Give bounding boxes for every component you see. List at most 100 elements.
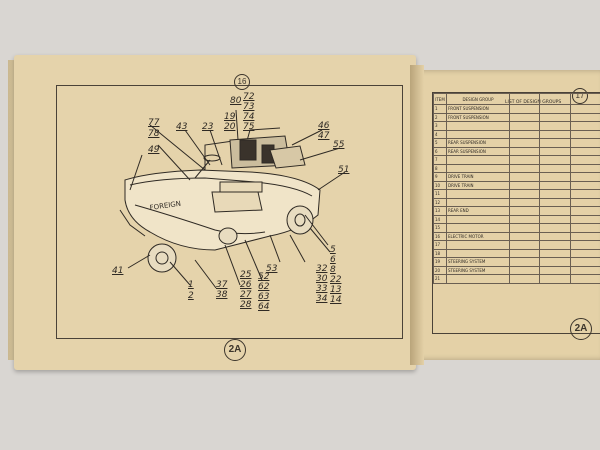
callout-46: 46 — [318, 121, 330, 131]
callout-38: 38 — [216, 290, 228, 300]
row-empty-cell — [508, 189, 541, 199]
table-row: 11 — [433, 189, 600, 199]
row-design-group: REAR SUSPENSION — [446, 146, 510, 156]
row-empty-cell — [569, 257, 600, 267]
callout-49: 49 — [148, 145, 160, 155]
callout-43: 43 — [176, 122, 188, 132]
callout-2: 2 — [188, 291, 194, 301]
row-empty-cell — [569, 197, 600, 207]
row-item-number: 18 — [433, 248, 447, 258]
row-empty-cell — [569, 155, 600, 165]
row-design-group: DRIVE TRAIN — [446, 180, 510, 190]
row-item-number: 14 — [433, 214, 447, 224]
row-empty-cell — [508, 112, 541, 122]
left-page-number: 16 — [234, 74, 250, 90]
row-empty-cell — [539, 163, 571, 173]
row-empty-cell — [508, 121, 541, 131]
table-header-row: ITEM DESIGN GROUP — [433, 93, 600, 105]
row-design-group — [446, 274, 510, 284]
row-empty-cell — [539, 274, 571, 284]
row-empty-cell — [539, 223, 571, 233]
row-empty-cell — [539, 121, 571, 131]
row-empty-cell — [569, 180, 600, 190]
row-design-group: ELECTRIC MOTOR — [446, 231, 510, 241]
table-row: 15 — [433, 223, 600, 233]
table-row: 21 — [433, 274, 600, 284]
row-empty-cell — [569, 146, 600, 156]
row-design-group — [446, 197, 510, 207]
row-empty-cell — [508, 214, 541, 224]
row-item-number: 4 — [433, 129, 447, 139]
row-design-group: STEERING SYSTEM — [446, 265, 510, 275]
callout-51: 51 — [338, 165, 350, 175]
row-item-number: 3 — [433, 121, 447, 131]
callout-23: 23 — [202, 122, 214, 132]
row-empty-cell — [508, 163, 541, 173]
callout-55: 55 — [333, 140, 345, 150]
row-empty-cell — [508, 223, 541, 233]
row-item-number: 1 — [433, 104, 447, 114]
row-empty-cell — [508, 104, 541, 114]
header-group: DESIGN GROUP — [446, 93, 510, 105]
row-design-group: FRONT SUSPENSION — [446, 104, 510, 114]
callout-77: 77 — [148, 118, 160, 128]
row-design-group — [446, 189, 510, 199]
row-design-group: FRONT SUSPENSION — [446, 112, 510, 122]
row-empty-cell — [539, 155, 571, 165]
row-item-number: 8 — [433, 163, 447, 173]
row-empty-cell — [539, 197, 571, 207]
callout-8: 8 — [330, 265, 336, 275]
row-item-number: 9 — [433, 172, 447, 182]
row-design-group: REAR END — [446, 206, 510, 216]
callout-22: 22 — [330, 275, 342, 285]
row-empty-cell — [569, 248, 600, 258]
row-empty-cell — [569, 231, 600, 241]
row-design-group — [446, 248, 510, 258]
row-empty-cell — [508, 146, 541, 156]
callout-34: 34 — [316, 294, 328, 304]
row-item-number: 5 — [433, 138, 447, 148]
row-empty-cell — [569, 206, 600, 216]
callout-33: 33 — [316, 284, 328, 294]
table-row: 4 — [433, 129, 600, 139]
row-empty-cell — [539, 172, 571, 182]
row-empty-cell — [508, 206, 541, 216]
row-design-group: STEERING SYSTEM — [446, 257, 510, 267]
row-empty-cell — [539, 214, 571, 224]
row-item-number: 15 — [433, 223, 447, 233]
row-empty-cell — [539, 129, 571, 139]
row-item-number: 11 — [433, 189, 447, 199]
row-design-group — [446, 223, 510, 233]
row-empty-cell — [569, 104, 600, 114]
callout-37: 37 — [216, 280, 228, 290]
callout-6: 6 — [330, 255, 336, 265]
header-col-c — [569, 93, 600, 105]
row-empty-cell — [508, 240, 541, 250]
callout-14: 14 — [330, 295, 342, 305]
callout-80: 80 — [230, 96, 242, 106]
row-item-number: 12 — [433, 197, 447, 207]
row-item-number: 21 — [433, 274, 447, 284]
row-empty-cell — [569, 172, 600, 182]
row-empty-cell — [539, 248, 571, 258]
callout-73: 73 — [243, 102, 255, 112]
table-row: 17 — [433, 240, 600, 250]
row-empty-cell — [569, 214, 600, 224]
row-empty-cell — [569, 129, 600, 139]
row-empty-cell — [508, 257, 541, 267]
row-empty-cell — [508, 155, 541, 165]
table-row: 7 — [433, 155, 600, 165]
row-empty-cell — [539, 112, 571, 122]
row-item-number: 17 — [433, 240, 447, 250]
callout-20: 20 — [224, 122, 236, 132]
row-empty-cell — [539, 206, 571, 216]
table-row: 18 — [433, 248, 600, 258]
callout-63: 63 — [258, 292, 270, 302]
row-design-group — [446, 121, 510, 131]
